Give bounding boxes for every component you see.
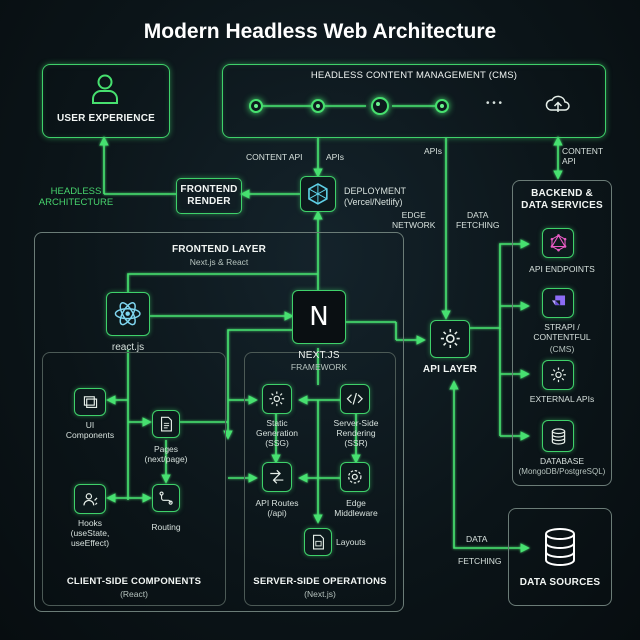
edge-middleware-icon — [340, 462, 370, 492]
cms-node-1 — [249, 99, 263, 113]
user-experience-label: USER EXPERIENCE — [56, 113, 156, 124]
strapi-label: STRAPI / CONTENTFUL — [533, 322, 591, 343]
hooks-icon — [74, 484, 106, 514]
layouts-label: Layouts — [336, 537, 366, 547]
nextjs-icon-box: N — [292, 290, 346, 344]
data-sources-label: DATA SOURCES — [519, 577, 601, 588]
fetching-bottom-label: FETCHING — [458, 556, 502, 566]
pages-icon — [152, 410, 180, 438]
frontend-render-label: FRONTEND RENDER — [180, 184, 238, 207]
frontend-layer-panel — [34, 232, 404, 612]
backend-panel — [512, 180, 612, 486]
database-sub-label: (MongoDB/PostgreSQL) — [518, 467, 606, 476]
api-routes-label: API Routes (/api) — [255, 498, 299, 519]
cms-label: HEADLESS CONTENT MANAGEMENT (CMS) — [310, 70, 518, 81]
nextjs-logo-icon: N — [309, 302, 329, 332]
frontend-layer-title: FRONTEND LAYER — [171, 244, 267, 255]
frontend-render-box — [176, 178, 242, 214]
database-icon — [542, 420, 574, 452]
ui-components-icon — [74, 388, 106, 416]
server-side-title: SERVER-SIDE OPERATIONS — [253, 576, 387, 587]
cms-node-3 — [371, 97, 389, 115]
data-bottom-label: DATA — [466, 534, 488, 544]
hooks-label: Hooks (useState, useEffect) — [70, 518, 110, 549]
client-side-subtitle: (React) — [120, 589, 148, 599]
external-apis-gear-icon — [542, 360, 574, 390]
api-routes-icon — [262, 462, 292, 492]
cloud-upload-icon — [544, 92, 572, 116]
cms-panel — [222, 64, 606, 138]
strapi-sub-label: (CMS) — [549, 344, 575, 354]
data-sources-db-icon — [540, 526, 580, 568]
page-title: Modern Headless Web Architecture — [143, 20, 497, 43]
client-side-panel — [42, 352, 226, 606]
react-icon-box — [106, 292, 150, 336]
ssr-label: Server-Side Rendering (SSR) — [333, 418, 379, 449]
api-layer-label: API LAYER — [422, 364, 478, 375]
ui-components-label: UI Components — [65, 420, 115, 441]
ssg-gear-icon — [262, 384, 292, 414]
graphql-icon — [542, 228, 574, 258]
api-layer-gear-icon — [430, 320, 470, 358]
pages-label: Pages (next/page) — [144, 444, 188, 465]
routing-icon — [152, 484, 180, 512]
nextjs-title: NEXT.JS — [298, 350, 340, 361]
deployment-label: DEPLOYMENT (Vercel/Netlify) — [344, 186, 407, 207]
apis-label-right: APIs — [424, 146, 442, 156]
backend-title: BACKEND & DATA SERVICES — [521, 188, 603, 211]
deployment-icon-box — [300, 176, 336, 212]
server-side-subtitle: (Next.js) — [304, 589, 336, 599]
apis-label-left: APIs — [326, 152, 344, 162]
content-api-label: CONTENT API — [246, 152, 303, 162]
ssr-code-icon — [340, 384, 370, 414]
data-fetching-top-label: DATA FETCHING — [456, 210, 500, 231]
strapi-icon — [542, 288, 574, 318]
content-api-right-label: CONTENT API — [562, 146, 604, 167]
netlify-icon — [308, 183, 328, 205]
cms-node-4 — [435, 99, 449, 113]
routing-label: Routing — [151, 522, 181, 532]
cms-ellipsis: • • • — [486, 98, 503, 109]
edge-middleware-label: Edge Middleware — [334, 498, 378, 519]
database-label: DATABASE — [539, 456, 585, 466]
edge-network-label: EDGE NETWORK — [392, 210, 436, 231]
user-icon — [90, 72, 120, 106]
api-endpoints-label: API ENDPOINTS — [529, 264, 595, 274]
headless-architecture-label: HEADLESS ARCHITECTURE — [38, 186, 114, 209]
cms-node-2 — [311, 99, 325, 113]
client-side-title: CLIENT-SIDE COMPONENTS — [66, 576, 202, 587]
react-icon — [115, 302, 141, 326]
data-sources-panel — [508, 508, 612, 606]
layouts-icon — [304, 528, 332, 556]
ssg-label: Static Generation (SSG) — [255, 418, 299, 449]
server-side-panel — [244, 352, 396, 606]
external-apis-label: EXTERNAL APIs — [529, 394, 595, 404]
react-label: react.js — [111, 342, 145, 353]
frontend-layer-subtitle: Next.js & React — [189, 257, 249, 267]
nextjs-subtitle: FRAMEWORK — [290, 362, 348, 372]
user-experience-panel — [42, 64, 170, 138]
